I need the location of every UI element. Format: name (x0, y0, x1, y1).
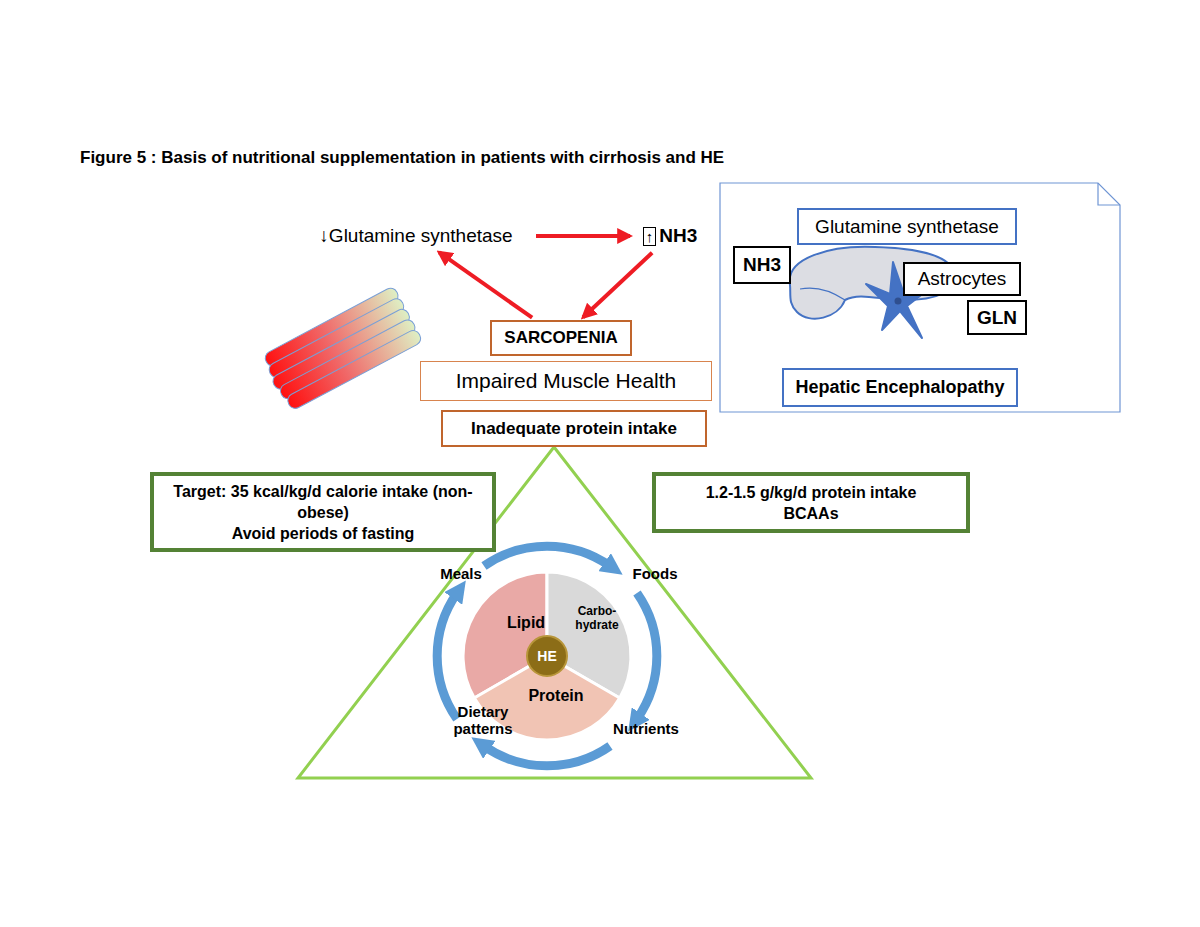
node-text: NH3 (659, 225, 697, 247)
muscle-fibre (285, 328, 423, 411)
node-text: Astrocytes (918, 268, 1007, 290)
red-arrow (536, 234, 630, 238)
node-text: Hepatic Encephalopathy (795, 377, 1004, 398)
process-box: Inadequate protein intake (441, 410, 707, 447)
cycle-label: Meals (436, 565, 486, 582)
node-text: Glutamine synthetase (815, 216, 999, 238)
cycle-arrow (484, 746, 610, 766)
figure-title: Figure 5 : Basis of nutritional suppleme… (80, 148, 724, 168)
label-box: Astrocytes (903, 262, 1021, 296)
node-text: Carbo-hydrate (566, 604, 628, 632)
pie-label: Lipid (498, 612, 554, 634)
node-text: ↑ (643, 227, 657, 246)
target-box: Target: 35 kcal/kg/d calorie intake (non… (150, 472, 496, 552)
node-text: 1.2-1.5 g/kg/d protein intake (706, 482, 917, 503)
label-box: Glutamine synthetase (797, 208, 1017, 245)
label-box: Hepatic Encephalopathy (782, 368, 1018, 407)
node-text: BCAAs (783, 503, 838, 524)
node-text: NH3 (743, 254, 781, 276)
red-arrow (583, 253, 652, 318)
process-box: Impaired Muscle Health (420, 361, 712, 401)
pie-label: Protein (514, 684, 598, 708)
brain-fold (800, 288, 845, 300)
node-text: HE (537, 648, 556, 664)
node-text: Target: 35 kcal/kg/d calorie intake (non… (158, 481, 488, 523)
node-text: Protein (528, 687, 583, 705)
cycle-label: Foods (630, 565, 680, 582)
node-text: Avoid periods of fasting (232, 523, 415, 544)
red-arrow (439, 252, 532, 317)
cycle-label: Dietary patterns (446, 703, 520, 737)
cycle-arrow (484, 546, 610, 566)
label-box: GLN (967, 300, 1027, 335)
node-text: Inadequate protein intake (471, 419, 677, 439)
target-box: 1.2-1.5 g/kg/d protein intakeBCAAs (652, 472, 970, 533)
panel-outline (720, 183, 1120, 412)
muscle-fibres (259, 286, 423, 413)
panel-fold (1098, 183, 1120, 205)
node-text: SARCOPENIA (504, 328, 617, 348)
cycle-label: Nutrients (606, 720, 686, 737)
center-circle: HE (526, 635, 568, 677)
muscle-fibre (278, 318, 417, 402)
node-text: Impaired Muscle Health (456, 369, 677, 393)
label-node: ↓Glutamine synthetase (300, 222, 532, 250)
process-box: SARCOPENIA (490, 320, 632, 356)
cycle-arrow (637, 593, 657, 719)
pie-label: Carbo-hydrate (566, 600, 628, 636)
node-text: ↓Glutamine synthetase (319, 225, 512, 247)
node-text: GLN (977, 307, 1017, 329)
label-node: ↑NH3 (634, 222, 706, 250)
label-box: NH3 (733, 246, 791, 284)
cycle-arrow (437, 593, 457, 719)
astrocyte-nucleus (895, 298, 902, 305)
node-text: Lipid (507, 614, 545, 632)
